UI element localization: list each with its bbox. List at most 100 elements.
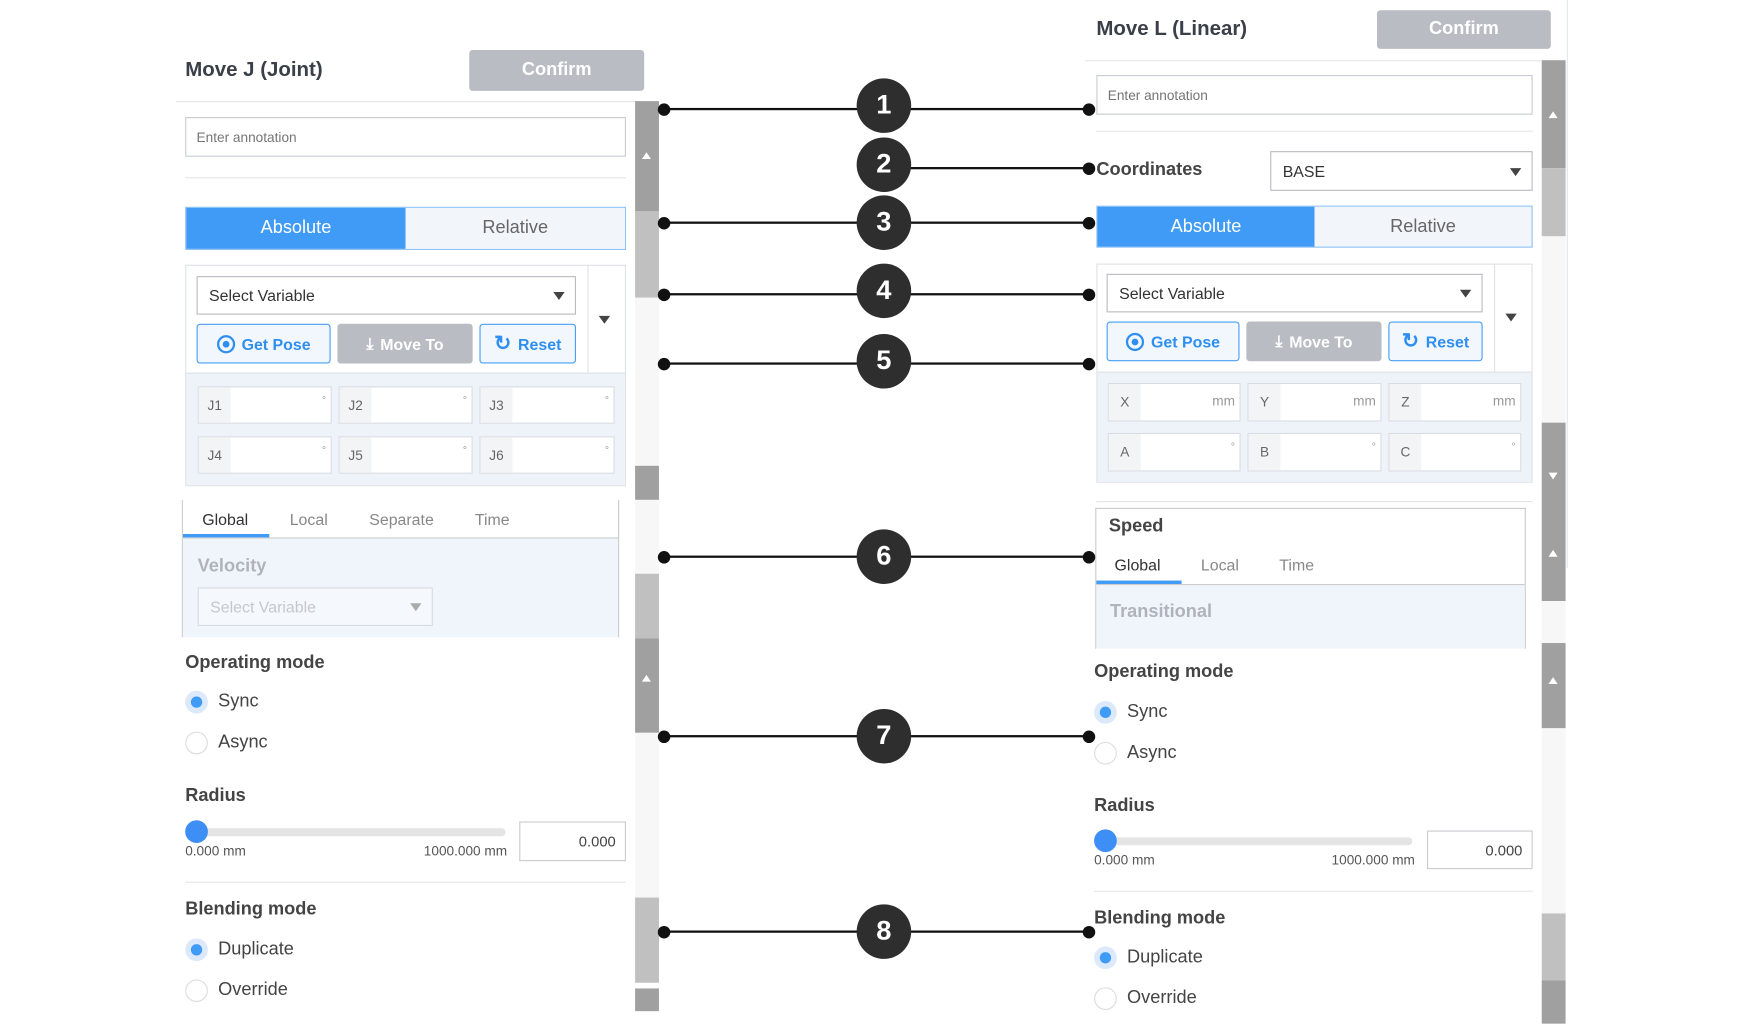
scrollbar-segment[interactable]: [1541, 601, 1566, 644]
divider: [1094, 890, 1533, 892]
override-radio[interactable]: [185, 979, 208, 1003]
field-label: X: [1108, 384, 1141, 421]
coordinates-dropdown[interactable]: BASE: [1270, 151, 1533, 191]
j5-field[interactable]: J5°: [338, 436, 473, 474]
scroll-down-icon[interactable]: [1548, 472, 1558, 480]
tab-global[interactable]: Global: [1114, 555, 1161, 574]
divider: [185, 881, 627, 883]
coordinates-label: Coordinates: [1096, 160, 1203, 180]
tab-absolute[interactable]: Absolute: [1097, 206, 1315, 247]
field-unit: mm: [1353, 393, 1376, 410]
get-pose-button[interactable]: Get Pose: [1106, 321, 1240, 362]
scrollbar-segment[interactable]: [1541, 422, 1566, 602]
duplicate-radio[interactable]: [1094, 946, 1117, 970]
move-to-button[interactable]: ⤓Move To: [1246, 321, 1382, 362]
scrollbar-segment[interactable]: [635, 573, 659, 639]
tab-absolute[interactable]: Absolute: [186, 207, 406, 249]
button-label: Reset: [518, 334, 562, 353]
j6-field[interactable]: J6°: [479, 436, 615, 474]
scrollbar-segment[interactable]: [635, 732, 659, 898]
velocity-select[interactable]: Select Variable: [197, 587, 433, 627]
scrollbar-segment[interactable]: [635, 465, 659, 500]
confirm-button[interactable]: Confirm: [1376, 10, 1551, 49]
j4-field[interactable]: J4°: [197, 436, 332, 474]
override-label: Override: [218, 980, 288, 1000]
scrollbar-segment[interactable]: [1541, 728, 1566, 914]
radius-slider-thumb[interactable]: [1094, 829, 1117, 853]
scrollbar-segment[interactable]: [1541, 168, 1566, 237]
absolute-relative-toggle: Absolute Relative: [1096, 205, 1533, 248]
override-radio[interactable]: [1094, 987, 1117, 1011]
field-label: J3: [480, 387, 513, 423]
scroll-up-icon[interactable]: [1548, 549, 1558, 557]
field-unit: °: [604, 394, 609, 406]
tab-relative[interactable]: Relative: [405, 207, 625, 249]
field-label: J4: [198, 437, 231, 473]
reset-button[interactable]: ↻Reset: [479, 323, 577, 364]
scrollbar-segment[interactable]: [1541, 980, 1566, 1024]
scrollbar-segment[interactable]: [635, 101, 659, 212]
radius-max: 1000.000 mm: [423, 843, 508, 859]
scrollbar-segment[interactable]: [1541, 643, 1566, 729]
tab-local[interactable]: Local: [1200, 555, 1239, 574]
scrollbar-segment[interactable]: [635, 211, 659, 298]
sync-radio[interactable]: [185, 690, 208, 714]
collapse-chevron-icon[interactable]: [598, 315, 611, 324]
radius-input[interactable]: 0.000: [1426, 830, 1533, 870]
scroll-up-icon[interactable]: [641, 152, 652, 160]
radius-input[interactable]: 0.000: [519, 821, 627, 862]
divider: [1096, 130, 1533, 132]
scrollbar-segment[interactable]: [1541, 236, 1566, 423]
field-label: A: [1108, 434, 1141, 471]
scrollbar-segment[interactable]: [1541, 913, 1566, 981]
scrollbar-segment[interactable]: [635, 499, 659, 574]
select-variable-dropdown[interactable]: Select Variable: [196, 276, 577, 315]
tab-global[interactable]: Global: [202, 510, 249, 529]
scroll-up-icon[interactable]: [1548, 111, 1558, 119]
field-unit: °: [604, 444, 609, 456]
blending-mode-label: Blending mode: [185, 899, 317, 920]
get-pose-button[interactable]: Get Pose: [196, 323, 331, 364]
a-field[interactable]: A°: [1107, 432, 1241, 472]
duplicate-label: Duplicate: [1127, 947, 1203, 967]
scrollbar-segment[interactable]: [635, 297, 659, 466]
speed-content: [1096, 583, 1525, 649]
panel-title: Move L (Linear): [1096, 17, 1248, 40]
scroll-up-icon[interactable]: [641, 674, 652, 682]
j2-field[interactable]: J2°: [338, 386, 473, 424]
async-radio[interactable]: [185, 731, 208, 755]
tab-time[interactable]: Time: [474, 510, 510, 529]
scrollbar-segment[interactable]: [1541, 60, 1566, 169]
field-label: J5: [339, 437, 372, 473]
scrollbar-segment[interactable]: [635, 988, 659, 1012]
move-to-button[interactable]: ⤓Move To: [337, 323, 473, 364]
j1-field[interactable]: J1°: [197, 386, 332, 424]
scrollbar-segment[interactable]: [635, 897, 659, 983]
tab-local[interactable]: Local: [289, 510, 328, 529]
tab-time[interactable]: Time: [1279, 555, 1315, 574]
tab-relative[interactable]: Relative: [1314, 206, 1532, 247]
tab-separate[interactable]: Separate: [369, 510, 434, 529]
async-radio[interactable]: [1094, 741, 1117, 765]
radius-slider-track[interactable]: [196, 828, 506, 837]
scrollbar-segment[interactable]: [635, 638, 659, 733]
radius-slider-thumb[interactable]: [185, 820, 208, 844]
radius-slider-track[interactable]: [1105, 837, 1413, 846]
scroll-up-icon[interactable]: [1548, 677, 1558, 684]
button-label: Move To: [380, 334, 444, 353]
collapse-chevron-icon[interactable]: [1505, 313, 1517, 322]
j3-field[interactable]: J3 °: [479, 386, 615, 424]
confirm-button[interactable]: Confirm: [469, 49, 645, 91]
annotation-input[interactable]: [185, 117, 627, 157]
b-field[interactable]: B°: [1247, 432, 1382, 472]
c-field[interactable]: C°: [1388, 432, 1522, 472]
select-variable-dropdown[interactable]: Select Variable: [1106, 273, 1483, 313]
annotation-input[interactable]: [1096, 74, 1533, 115]
duplicate-radio[interactable]: [185, 938, 208, 962]
chevron-down-icon: [1509, 167, 1522, 176]
reset-button[interactable]: ↻Reset: [1388, 321, 1483, 362]
sync-radio[interactable]: [1094, 700, 1117, 724]
